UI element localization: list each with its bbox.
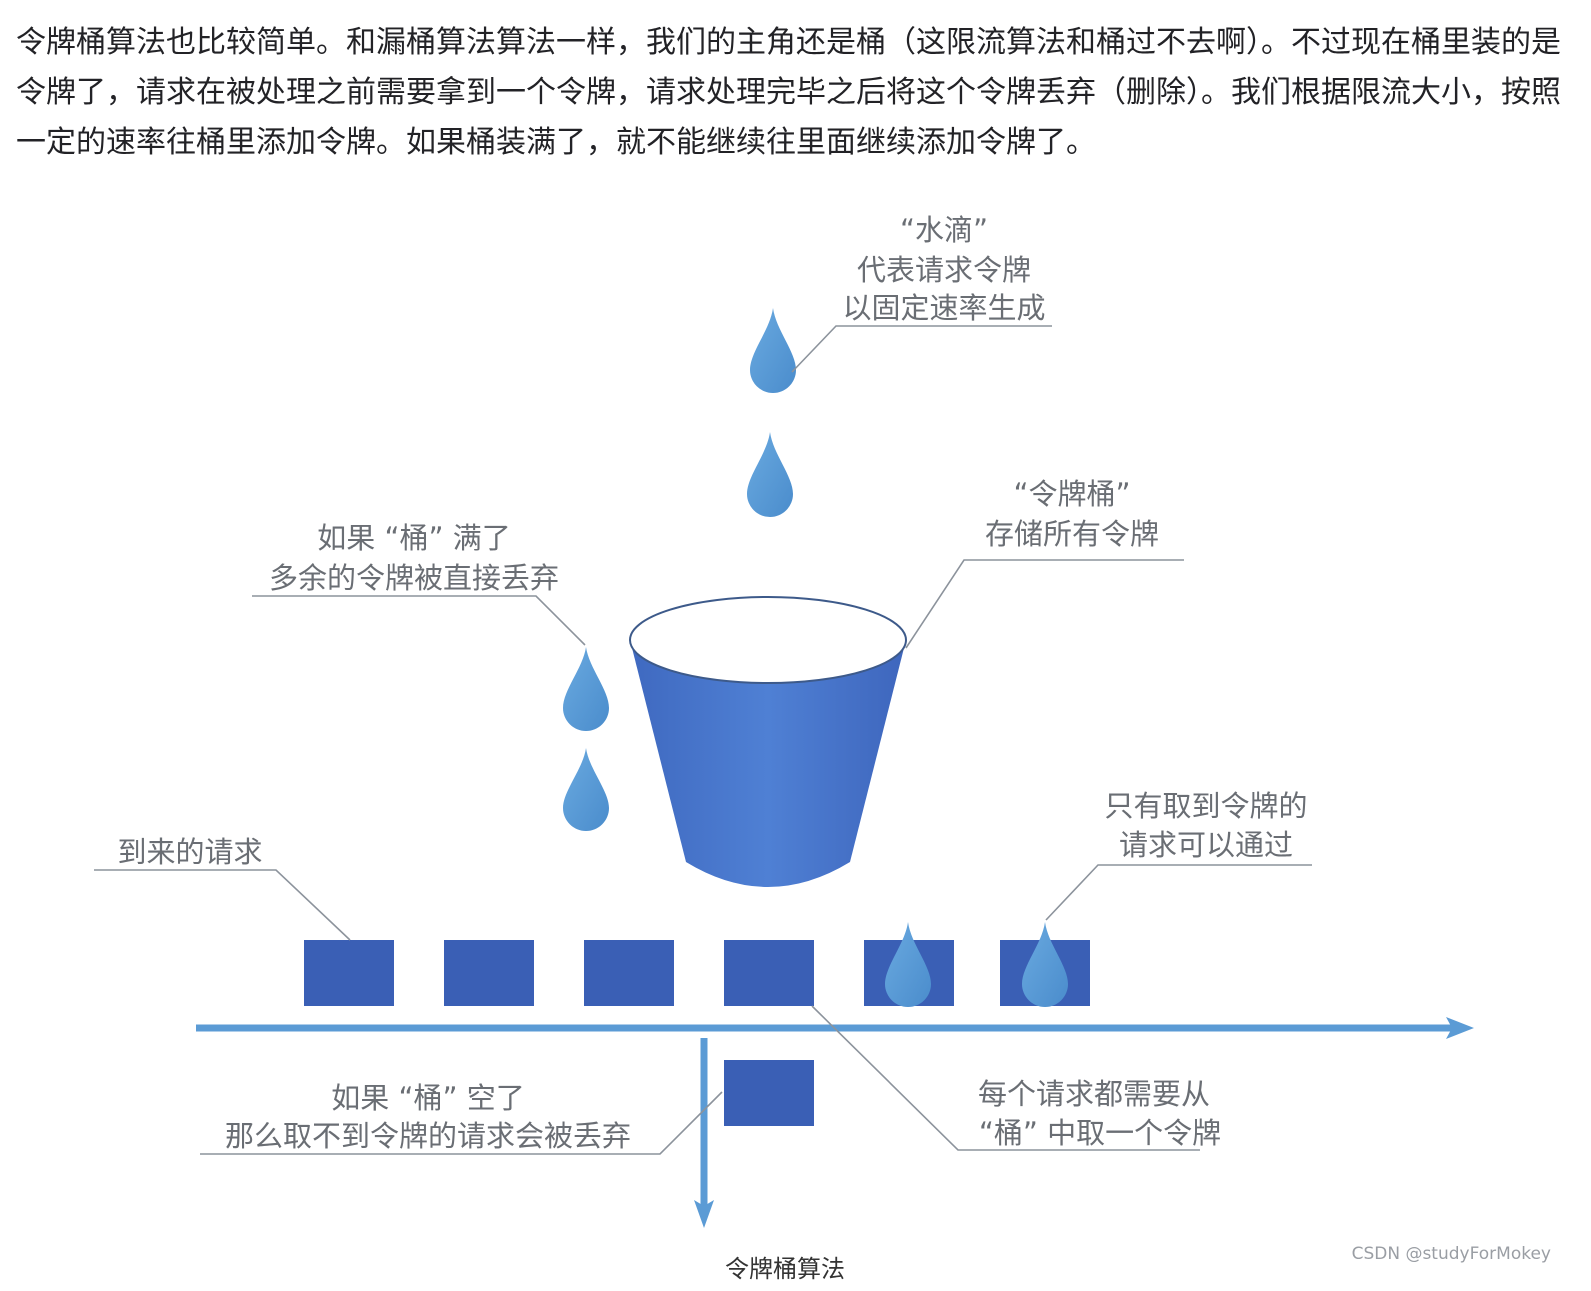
callout-drop: “水滴” 代表请求令牌 以固定速率生成 bbox=[842, 213, 1045, 325]
callout-each-line-2: “桶” 中取一个令牌 bbox=[979, 1116, 1221, 1150]
callout-incoming: 到来的请求 bbox=[117, 835, 262, 869]
callout-pass-line-2: 请求可以通过 bbox=[1119, 828, 1293, 862]
callout-bucket: “令牌桶” 存储所有令牌 bbox=[985, 477, 1159, 551]
callout-drop-line-2: 代表请求令牌 bbox=[857, 253, 1031, 287]
callout-empty-line-1: 如果 “桶” 空了 bbox=[331, 1081, 525, 1115]
leader-overflow bbox=[252, 595, 586, 646]
leader-drop bbox=[791, 325, 1052, 373]
token-bucket bbox=[629, 596, 907, 887]
leader-empty bbox=[200, 1091, 723, 1155]
falling-token-drop-2 bbox=[747, 432, 793, 517]
discard-arrow bbox=[694, 1038, 714, 1228]
callout-overflow-line-2: 多余的令牌被直接丢弃 bbox=[269, 561, 559, 595]
request-box-2 bbox=[444, 940, 534, 1006]
callout-overflow: 如果 “桶” 满了 多余的令牌被直接丢弃 bbox=[269, 521, 559, 595]
callout-bucket-line-2: 存储所有令牌 bbox=[985, 517, 1159, 551]
request-box-1 bbox=[304, 940, 394, 1006]
diagram-caption: 令牌桶算法 bbox=[725, 1255, 845, 1283]
callout-empty-line-2: 那么取不到令牌的请求会被丢弃 bbox=[225, 1119, 631, 1153]
token-in-request-6 bbox=[1022, 922, 1068, 1007]
falling-token-drop-1 bbox=[750, 308, 796, 393]
callout-bucket-line-1: “令牌桶” bbox=[1013, 477, 1130, 511]
csdn-watermark: CSDN @studyForMokey bbox=[1352, 1244, 1551, 1264]
callout-pass-line-1: 只有取到令牌的 bbox=[1104, 789, 1307, 823]
intro-paragraph: 令牌桶算法也比较简单。和漏桶算法算法一样，我们的主角还是桶（这限流算法和桶过不去… bbox=[16, 25, 1561, 160]
request-box-3 bbox=[584, 940, 674, 1006]
callout-each-line-1: 每个请求都需要从 bbox=[978, 1077, 1210, 1111]
callout-each: 每个请求都需要从 “桶” 中取一个令牌 bbox=[978, 1077, 1221, 1150]
callout-pass: 只有取到令牌的 请求可以通过 bbox=[1104, 789, 1307, 862]
token-in-request-5 bbox=[885, 922, 931, 1007]
leader-each bbox=[811, 1005, 1200, 1151]
leader-incoming bbox=[94, 869, 351, 941]
callout-empty: 如果 “桶” 空了 那么取不到令牌的请求会被丢弃 bbox=[225, 1081, 631, 1153]
callout-drop-line-3: 以固定速率生成 bbox=[842, 291, 1045, 325]
leader-bucket bbox=[905, 559, 1184, 649]
callout-drop-line-1: “水滴” bbox=[900, 213, 988, 247]
callout-overflow-line-1: 如果 “桶” 满了 bbox=[317, 521, 511, 555]
dropped-request-box bbox=[724, 1060, 814, 1126]
leader-pass bbox=[1045, 864, 1312, 921]
overflow-token-drop-2 bbox=[563, 748, 609, 831]
callout-incoming-line-1: 到来的请求 bbox=[117, 835, 262, 869]
overflow-token-drop-1 bbox=[563, 647, 609, 731]
request-box-4 bbox=[724, 940, 814, 1006]
request-flow-arrow bbox=[196, 1017, 1474, 1039]
